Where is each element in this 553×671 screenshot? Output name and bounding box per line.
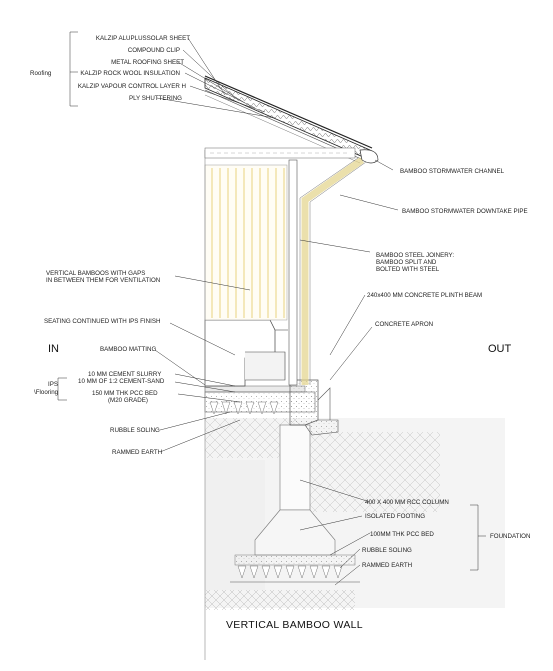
label-isolated-footing: ISOLATED FOOTING (365, 513, 425, 520)
group-roofing: Roofing (30, 70, 52, 77)
label-rubble-soling-2: RUBBLE SOLING (362, 547, 412, 554)
label-rubble-soling: RUBBLE SOLING (110, 427, 160, 434)
label-rammed-earth: RAMMED EARTH (112, 449, 162, 456)
label-cement-slurry: 10 MM CEMENT SLURRY (88, 371, 161, 378)
rubble-footing (237, 565, 343, 579)
label-ply-shuttering: PLY SHUTTERING (129, 95, 182, 102)
foundation (230, 424, 360, 583)
roof (204, 75, 379, 164)
floor-slab (204, 379, 339, 436)
seating (204, 319, 288, 387)
label-seating: SEATING CONTINUED WITH IPS FINISH (44, 318, 160, 325)
label-rock-wool: KALZIP ROCK WOOL INSULATION (80, 70, 180, 77)
label-kalzip-aluplussolar: KALZIP ALUPLUSSOLAR SHEET (96, 35, 190, 42)
label-vertical-bamboos-1: VERTICAL BAMBOOS WITH GAPS (46, 270, 145, 277)
label-steel-joinery-1: BAMBOO STEEL JOINERY: (376, 252, 454, 259)
label-in: IN (48, 343, 59, 355)
label-rcc-column: 400 X 400 MM RCC COLUMN (365, 499, 449, 506)
label-bamboo-matting: BAMBOO MATTING (100, 346, 156, 353)
label-concrete-apron: CONCRETE APRON (375, 321, 433, 328)
drawing-title: VERTICAL BAMBOO WALL (226, 619, 363, 631)
label-vapour-control: KALZIP VAPOUR CONTROL LAYER H (78, 83, 186, 90)
label-steel-joinery-3: BOLTED WITH STEEL (376, 266, 440, 273)
group-foundation: FOUNDATION (490, 533, 530, 540)
labels: KALZIP ALUPLUSSOLAR SHEET COMPOUND CLIP … (30, 35, 530, 631)
label-cement-sand: 10 MM OF 1:2 CEMENT-SAND (78, 378, 165, 385)
ground (205, 418, 505, 610)
label-rammed-earth-2: RAMMED EARTH (362, 562, 412, 569)
leaders (57, 31, 486, 586)
group-ips-2: \Flooring (34, 389, 59, 396)
label-out: OUT (488, 343, 512, 355)
label-plinth-beam: 240x400 MM CONCRETE PLINTH BEAM (367, 292, 482, 299)
label-stormwater-channel: BAMBOO STORMWATER CHANNEL (400, 168, 505, 175)
label-compound-clip: COMPOUND CLIP (128, 47, 180, 54)
label-metal-roofing: METAL ROOFING SHEET (111, 59, 184, 66)
label-steel-joinery-2: BAMBOO SPLIT AND (376, 259, 437, 266)
label-pcc-bed-2: (M20 GRADE) (108, 397, 148, 404)
downtake-pipe (299, 157, 367, 385)
label-pcc-bed-100: 100MM THK PCC BED (370, 531, 434, 538)
bamboo-wall (204, 150, 298, 660)
label-pcc-bed-1: 150 MM THK PCC BED (92, 390, 158, 397)
label-downtake-pipe: BAMBOO STORMWATER DOWNTAKE PIPE (402, 208, 528, 215)
label-vertical-bamboos-2: IN BETWEEN THEM FOR VENTILATION (46, 277, 160, 284)
group-ips-1: IPS (48, 381, 58, 388)
